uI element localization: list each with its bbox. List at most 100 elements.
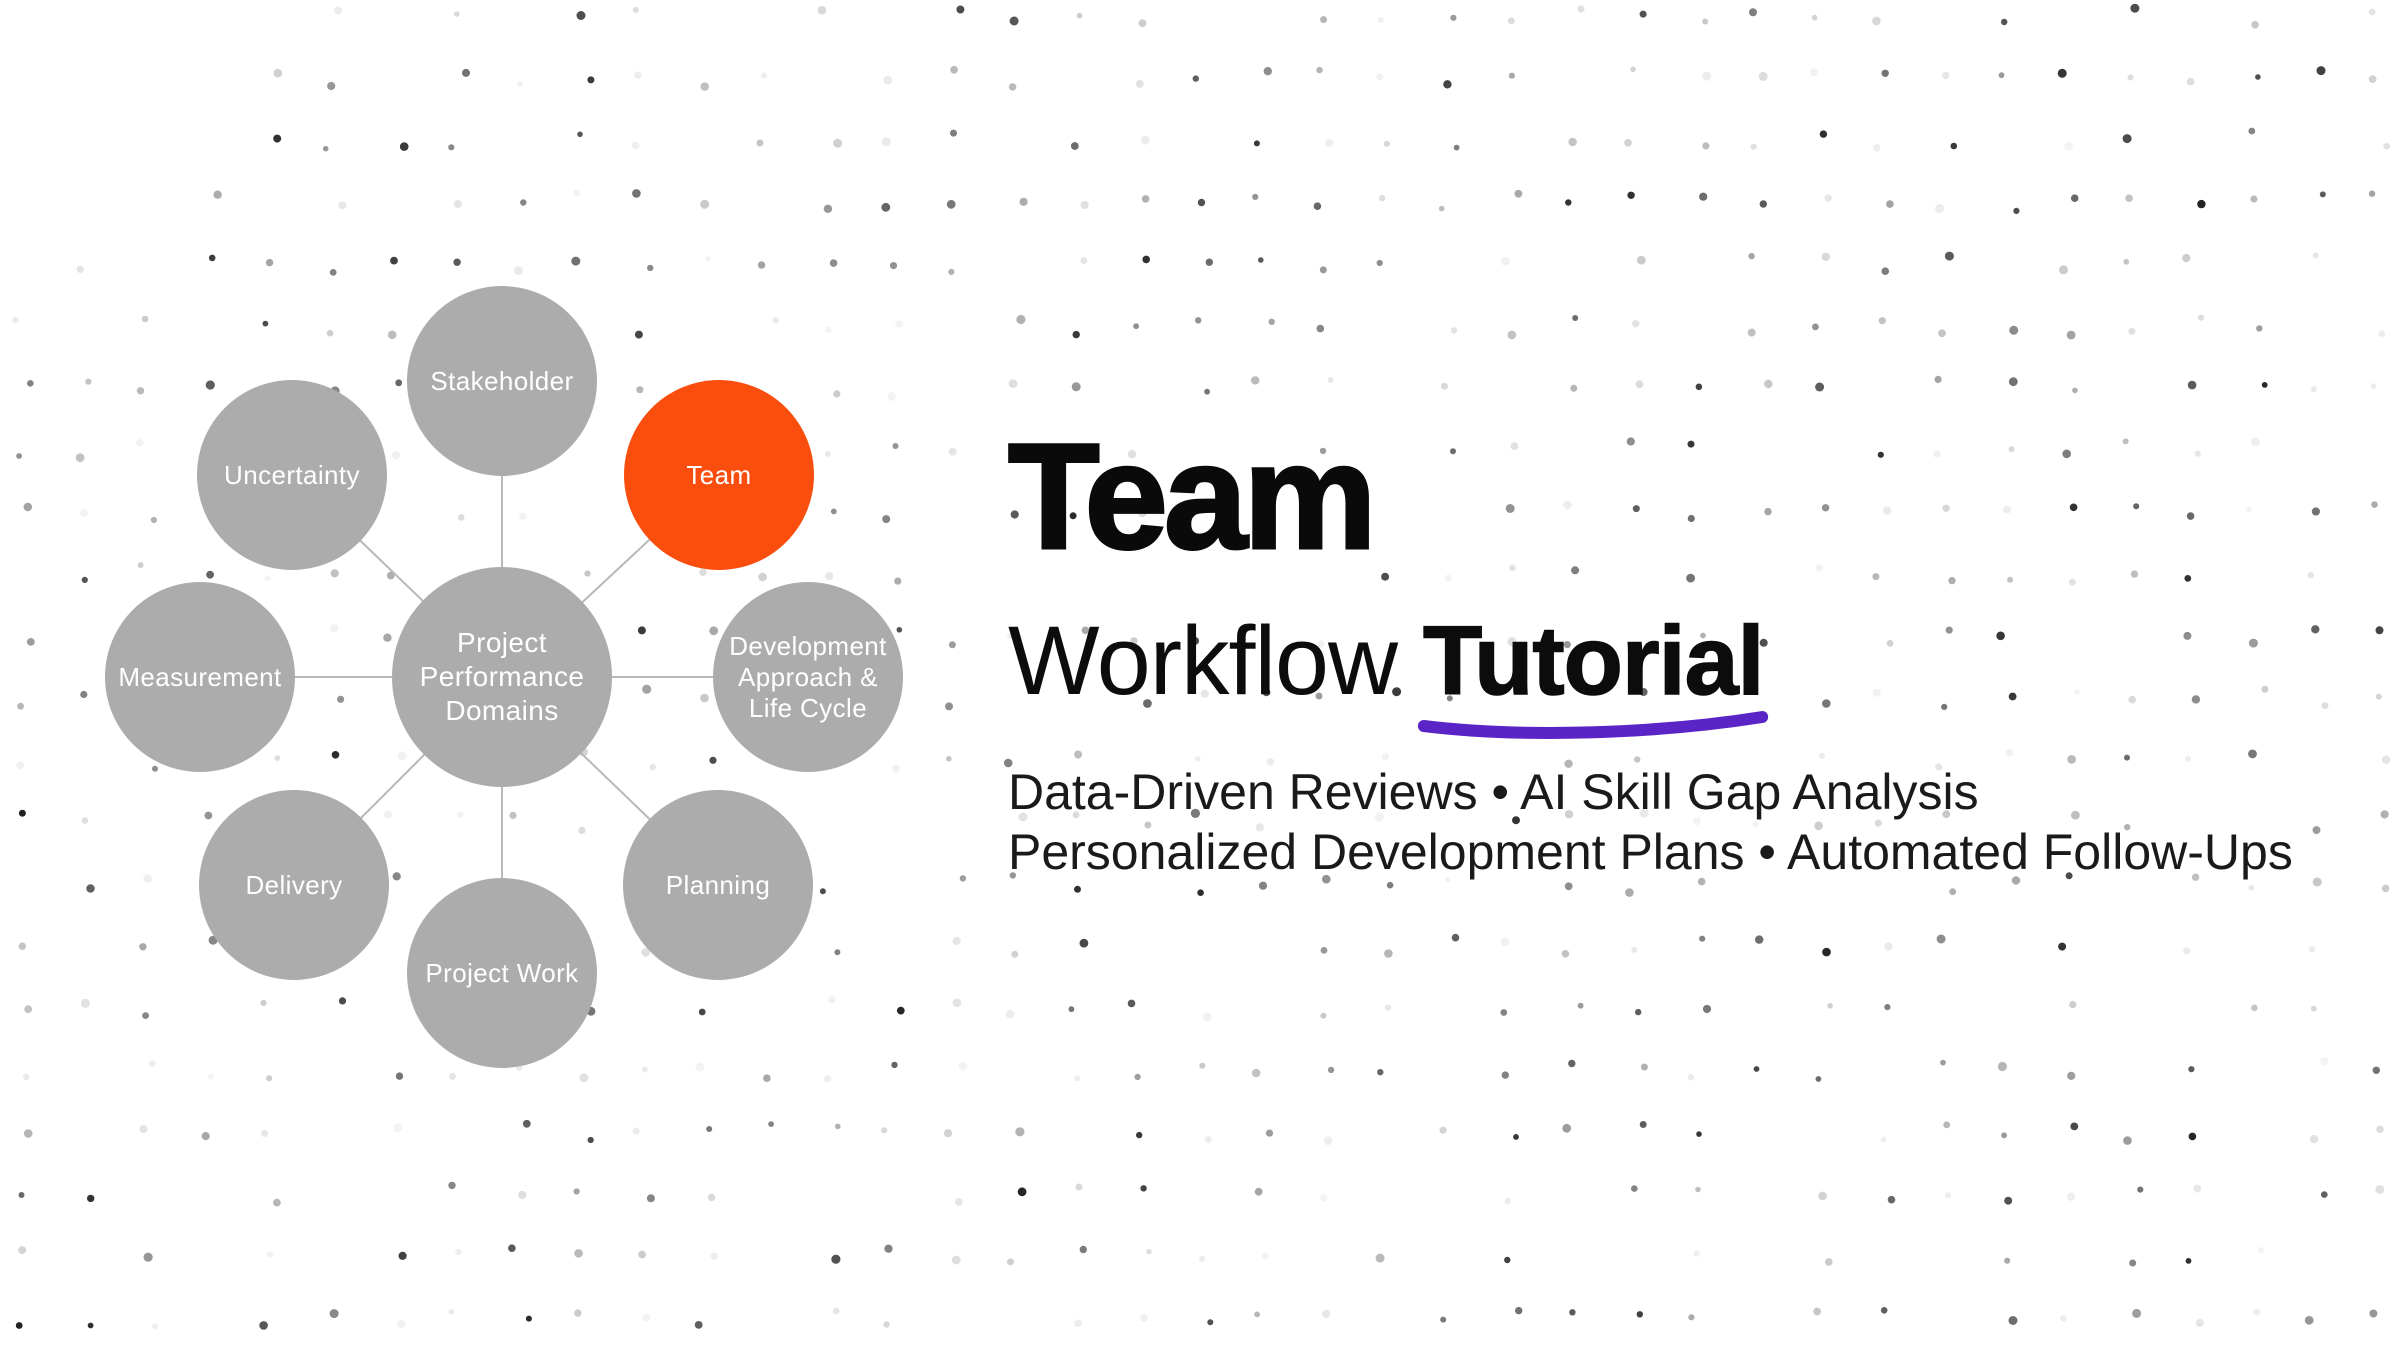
halftone-dot: [201, 1132, 210, 1141]
halftone-dot: [2184, 575, 2192, 582]
halftone-dot: [2182, 253, 2191, 263]
halftone-dot: [1822, 947, 1831, 957]
halftone-dot: [2261, 685, 2269, 693]
halftone-dot: [397, 1320, 406, 1329]
halftone-dot: [2378, 330, 2386, 338]
halftone-dot: [16, 761, 25, 770]
halftone-dot: [330, 569, 339, 578]
halftone-dot: [1625, 888, 1634, 897]
halftone-dot: [1749, 8, 1757, 17]
halftone-dot: [274, 755, 281, 761]
halftone-dot: [1568, 1059, 1576, 1068]
halftone-dot: [647, 264, 654, 272]
halftone-dot: [948, 268, 955, 275]
halftone-dot: [824, 450, 831, 457]
halftone-dot: [1565, 199, 1572, 206]
halftone-dot: [449, 1072, 456, 1080]
halftone-dot: [1251, 1068, 1261, 1078]
halftone-dot: [1759, 638, 1768, 647]
halftone-dot: [1822, 699, 1831, 708]
halftone-dot: [768, 1121, 774, 1127]
halftone-dot: [1081, 626, 1090, 635]
halftone-dot: [2369, 1309, 2378, 1318]
halftone-dot: [634, 330, 643, 339]
halftone-dot: [2188, 1066, 2195, 1073]
halftone-dot: [641, 1066, 648, 1073]
halftone-dot: [584, 570, 591, 577]
halftone-dot: [1135, 80, 1144, 88]
halftone-dot: [1003, 758, 1013, 768]
halftone-dot: [1941, 71, 1950, 80]
halftone-dot: [1507, 637, 1517, 647]
halftone-dot: [2195, 1319, 2204, 1327]
halftone-dot: [1450, 14, 1457, 21]
halftone-dot: [1514, 189, 1523, 198]
halftone-dot: [1504, 1256, 1511, 1264]
halftone-dot: [24, 1005, 33, 1014]
halftone-dot: [1199, 1255, 1206, 1263]
halftone-dot: [18, 1192, 25, 1198]
halftone-dot: [2310, 1005, 2317, 1012]
halftone-dot: [1510, 442, 1519, 451]
halftone-dot: [896, 627, 903, 633]
halftone-dot: [1636, 255, 1646, 265]
halftone-dot: [2191, 695, 2201, 704]
halftone-dot: [2068, 578, 2076, 586]
halftone-dot: [1881, 69, 1889, 78]
halftone-dot: [2069, 503, 2078, 512]
halftone-dot: [761, 72, 767, 79]
halftone-dot: [695, 1062, 705, 1072]
halftone-dot: [1886, 200, 1894, 208]
halftone-dot: [334, 6, 343, 15]
halftone-dot: [17, 702, 24, 710]
diagram-node-uncertainty: Uncertainty: [197, 380, 387, 570]
halftone-dot: [1639, 688, 1648, 696]
halftone-dot: [509, 811, 517, 820]
halftone-dot: [80, 508, 89, 517]
halftone-dot: [1933, 450, 1941, 458]
halftone-dot: [1207, 1319, 1214, 1326]
halftone-dot: [1015, 1127, 1025, 1137]
halftone-dot: [1998, 72, 2005, 79]
halftone-dot: [823, 1075, 832, 1083]
halftone-dot: [2248, 127, 2256, 135]
halftone-dot: [2008, 377, 2018, 387]
halftone-dot: [1009, 16, 1019, 26]
halftone-dot: [2380, 810, 2389, 819]
halftone-dot: [694, 1321, 703, 1329]
halftone-dot: [817, 5, 827, 15]
halftone-dot: [579, 1073, 589, 1083]
diagram-node-label: Stakeholder: [430, 365, 574, 396]
halftone-dot: [1632, 505, 1640, 513]
halftone-dot: [1821, 252, 1831, 261]
halftone-dot: [2130, 570, 2139, 578]
halftone-dot: [1812, 323, 1819, 331]
halftone-dot: [958, 1062, 968, 1071]
halftone-dot: [833, 138, 843, 148]
halftone-dot: [390, 256, 398, 265]
halftone-dot: [87, 1194, 95, 1203]
halftone-dot: [520, 199, 527, 206]
halftone-dot: [829, 259, 838, 267]
halftone-dot: [261, 1129, 268, 1137]
halftone-dot: [1640, 1063, 1648, 1071]
halftone-dot: [1695, 1186, 1701, 1193]
halftone-dot: [516, 80, 523, 87]
halftone-dot: [887, 392, 896, 401]
halftone-dot: [454, 11, 460, 17]
diagram-node-label: Delivery: [245, 869, 343, 900]
halftone-dot: [823, 204, 833, 213]
halftone-dot: [883, 1321, 890, 1328]
halftone-dot: [1631, 946, 1638, 953]
halftone-dot: [706, 1126, 713, 1132]
halftone-dot: [1143, 699, 1152, 708]
halftone-dot: [2311, 625, 2320, 634]
halftone-dot: [2128, 327, 2136, 335]
halftone-dot: [1687, 440, 1695, 448]
halftone-dot: [1007, 1258, 1014, 1266]
halftone-dot: [891, 1061, 898, 1069]
halftone-dot: [518, 1190, 527, 1200]
halftone-dot: [206, 570, 215, 579]
halftone-dot: [2122, 134, 2132, 144]
